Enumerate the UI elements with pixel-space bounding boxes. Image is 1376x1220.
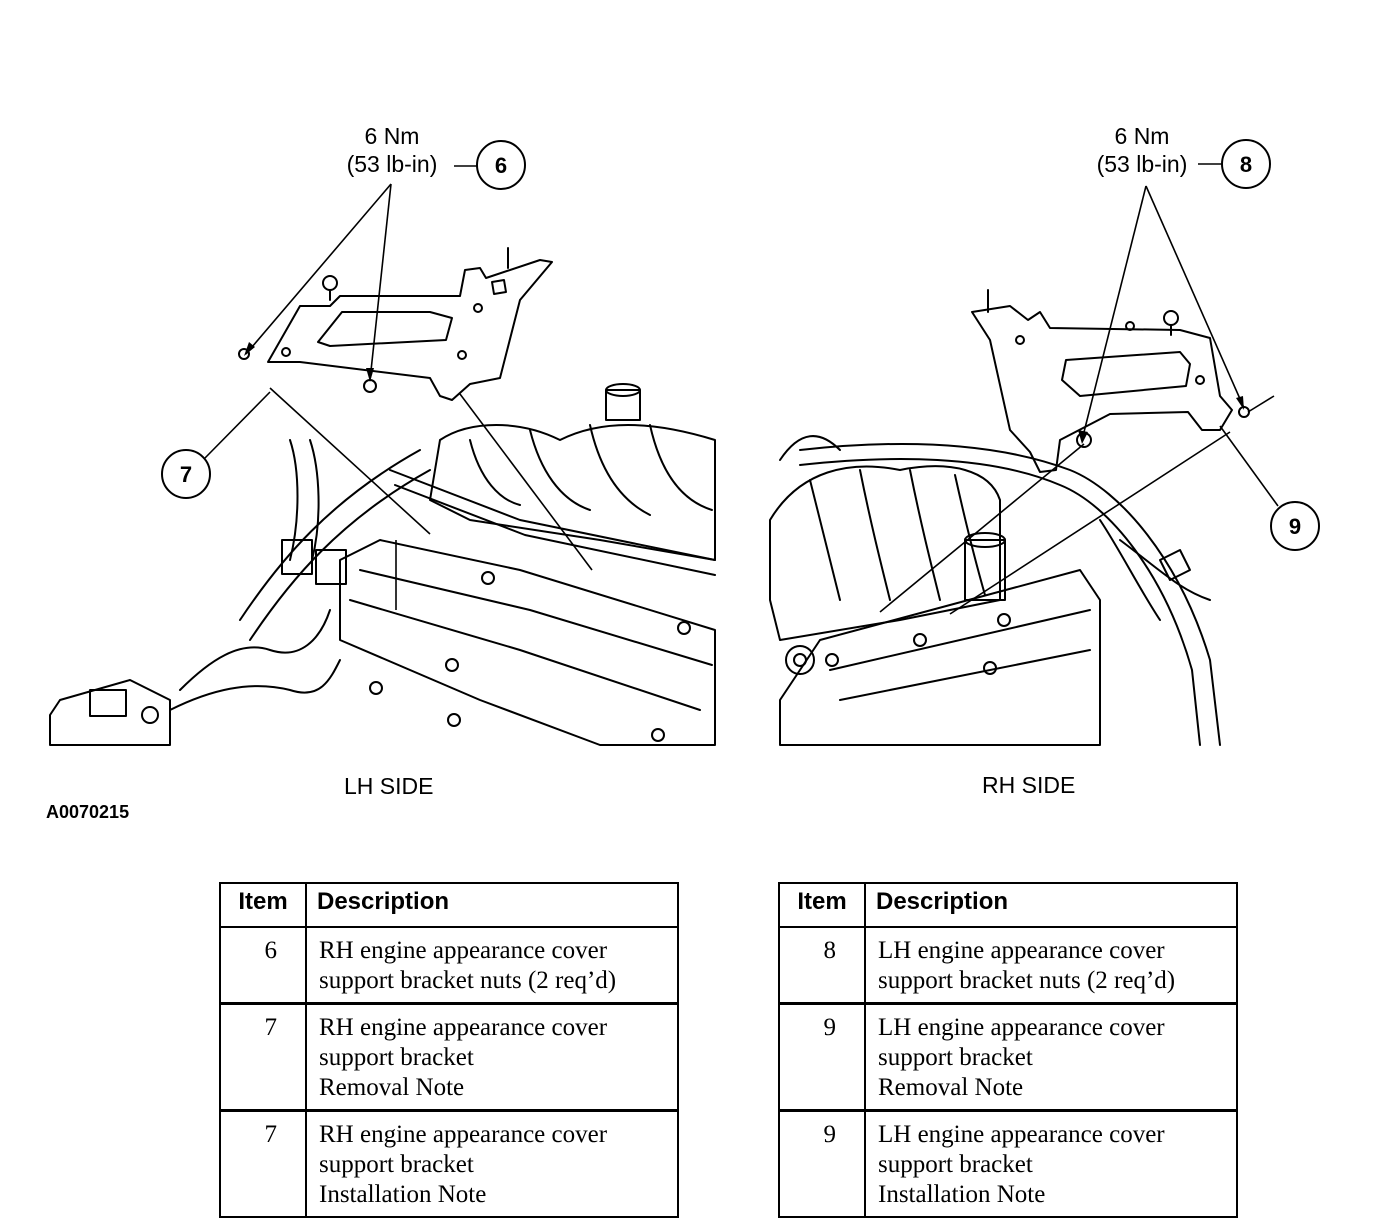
item-header: Item [219, 882, 307, 928]
lh-side-caption: LH SIDE [344, 773, 434, 799]
lh-intake-manifold [429, 424, 716, 561]
callout-6-circle [476, 140, 526, 190]
rh-support-bracket [971, 305, 1233, 473]
callout-9-circle [1270, 501, 1320, 551]
rh-valve-cover [779, 569, 1101, 746]
callout-7: 7 [179, 462, 193, 487]
item-number: 7 [219, 1002, 307, 1112]
table-row: 6 RH engine appearance cover support bra… [219, 926, 679, 1005]
removal-note-link[interactable]: Removal Note [319, 1074, 465, 1101]
callout-8: 8 [1239, 152, 1253, 177]
item-description: LH engine appearance cover support brack… [864, 1002, 1238, 1112]
lh-wiring-harness [179, 609, 331, 691]
description-line: RH engine appearance cover [319, 937, 608, 964]
description-header: Description [864, 882, 1238, 928]
items-table-lh: Item Description 8 LH engine appearance … [778, 882, 1238, 1218]
rh-torque-imperial: (53 lb-in) [1096, 151, 1188, 177]
rh-nut-right [1238, 406, 1250, 418]
description-line: LH engine appearance cover [878, 937, 1165, 964]
callout-7-circle [161, 449, 211, 499]
description-line: support bracket nuts (2 req’d) [878, 967, 1176, 994]
description-header: Description [305, 882, 679, 928]
callout-6: 6 [494, 153, 508, 178]
description-line: LH engine appearance cover [878, 1014, 1165, 1041]
table-row: 7 RH engine appearance cover support bra… [219, 1109, 679, 1218]
description-line: support bracket nuts (2 req’d) [319, 967, 617, 994]
table-row: 9 LH engine appearance cover support bra… [778, 1109, 1238, 1218]
lh-side-illustration [49, 140, 716, 746]
callout-8-circle [1221, 139, 1271, 189]
rh-side-illustration [769, 139, 1320, 746]
table-header-row: Item Description [778, 882, 1238, 928]
items-table-rh: Item Description 6 RH engine appearance … [219, 882, 679, 1218]
description-line: support bracket [878, 1151, 1033, 1178]
item-number: 9 [778, 1109, 866, 1218]
item-description: LH engine appearance cover support brack… [864, 926, 1238, 1005]
rh-intake-manifold [769, 465, 1001, 641]
rh-side-caption: RH SIDE [982, 772, 1076, 798]
item-description: RH engine appearance cover support brack… [305, 926, 679, 1005]
rh-torque-metric: 6 Nm [1114, 123, 1170, 149]
lh-valve-cover [339, 539, 716, 746]
installation-note-link[interactable]: Installation Note [878, 1181, 1046, 1208]
item-number: 9 [778, 1002, 866, 1112]
table-row: 7 RH engine appearance cover support bra… [219, 1002, 679, 1112]
lh-nut-left [238, 348, 250, 360]
description-line: support bracket [319, 1151, 474, 1178]
description-line: RH engine appearance cover [319, 1121, 608, 1148]
table-row: 9 LH engine appearance cover support bra… [778, 1002, 1238, 1112]
item-header: Item [778, 882, 866, 928]
description-line: RH engine appearance cover [319, 1014, 608, 1041]
item-number: 6 [219, 926, 307, 1005]
removal-note-link[interactable]: Removal Note [878, 1074, 1024, 1101]
description-line: support bracket [878, 1044, 1033, 1071]
description-line: support bracket [319, 1044, 474, 1071]
item-description: LH engine appearance cover support brack… [864, 1109, 1238, 1218]
lh-torque-metric: 6 Nm [364, 123, 420, 149]
figure-id: A0070215 [46, 802, 130, 822]
item-description: RH engine appearance cover support brack… [305, 1109, 679, 1218]
table-header-row: Item Description [219, 882, 679, 928]
item-description: RH engine appearance cover support brack… [305, 1002, 679, 1112]
item-number: 8 [778, 926, 866, 1005]
description-line: LH engine appearance cover [878, 1121, 1165, 1148]
lh-torque-imperial: (53 lb-in) [346, 151, 438, 177]
installation-note-link[interactable]: Installation Note [319, 1181, 487, 1208]
table-row: 8 LH engine appearance cover support bra… [778, 926, 1238, 1005]
item-number: 7 [219, 1109, 307, 1218]
lh-support-bracket [267, 259, 553, 401]
callout-9: 9 [1288, 514, 1302, 539]
